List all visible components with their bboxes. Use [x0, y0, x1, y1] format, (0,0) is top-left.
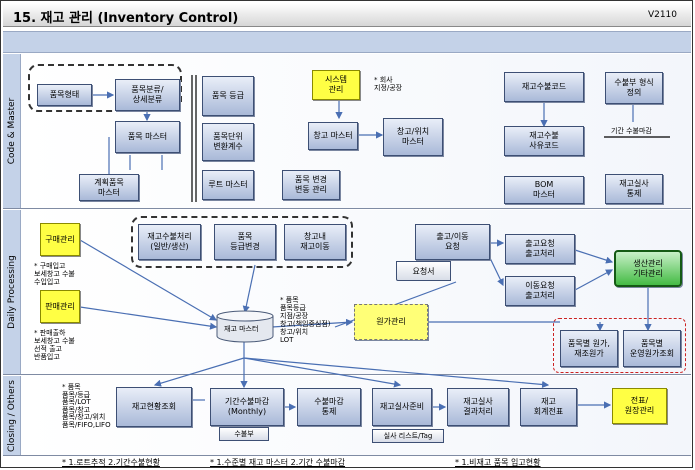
system-mgmt-box[interactable]: 시스템 관리 [312, 70, 360, 100]
inv-master-notes: * 품목 품목등급 지점/공장 창고(책임중심점) 창고/위치 LOT [280, 296, 331, 344]
footnote-2: * 1.수준별 재고 마스터 2.기간 수불마감 [210, 458, 346, 467]
top-strip [3, 31, 691, 53]
warehouse-master-box[interactable]: 창고 마스터 [308, 122, 358, 150]
stocktake-ctrl-box[interactable]: 재고실사 통제 [605, 174, 663, 204]
period-close-box[interactable]: 기간수불마감 (Monthly) [210, 388, 284, 426]
inv-master-db-icon [216, 310, 274, 343]
move-request-box[interactable]: 이동요청 출고처리 [505, 276, 575, 306]
item-grade-box[interactable]: 품목 등급 [202, 76, 254, 116]
band-label-closing: Closing / Others [3, 376, 21, 455]
route-master-box[interactable]: 루트 마스터 [202, 170, 254, 200]
unit-conversion-box[interactable]: 품목단위 변환계수 [202, 123, 254, 161]
band-label-daily: Daily Processing [3, 210, 21, 374]
stocktake-result-box[interactable]: 재고실사 결과처리 [447, 388, 509, 426]
inv-master-db-label: 재고 마스터 [224, 325, 259, 333]
sales-mgmt-box[interactable]: 판매관리 [40, 290, 80, 323]
request-doc: 요청서 [396, 261, 451, 281]
system-note: * 회사 지정/공장 [374, 76, 403, 92]
item-type-box[interactable]: 품목형태 [37, 84, 92, 106]
purchase-mgmt-box[interactable]: 구매관리 [40, 223, 80, 256]
wh-location-master-box[interactable]: 창고/위치 마스터 [383, 118, 443, 156]
closing-left-notes: * 품목 품목/등급 품목/LOT 품목/창고 품목/창고/위치 품목/FIFO… [62, 383, 111, 429]
cost-mgmt-box[interactable]: 원가관리 [354, 304, 428, 340]
item-change-box[interactable]: 품목 변경 변동 관리 [282, 170, 340, 200]
outbound-move-request-box[interactable]: 출고/이동 요청 [415, 224, 490, 260]
stocktake-doc: 실사 리스트/Tag [372, 429, 444, 443]
footnote-1: * 1.로트추적 2.기간수불현황 [62, 458, 160, 467]
inv-proc-group-dashed [131, 216, 353, 268]
inv-slip-box[interactable]: 재고 회계전표 [520, 388, 577, 426]
sales-notes: * 판매출하 보세창고 수불 선적 출고 반품입고 [34, 329, 75, 361]
out-request-box[interactable]: 출고요청 출고처리 [505, 234, 575, 264]
inv-code-box[interactable]: 재고수불코드 [504, 72, 584, 102]
band-divider [3, 374, 691, 375]
item-group-dashed [28, 64, 182, 112]
wh-move-box[interactable]: 창고내 재고이동 [284, 224, 346, 260]
inv-proc-box[interactable]: 재고수불처리 (일반/생산) [138, 224, 201, 260]
plan-item-master-box[interactable]: 계획품목 마스터 [79, 174, 139, 201]
band-label-master: Code & Master [3, 54, 21, 208]
band-divider [3, 208, 691, 209]
purchase-notes: * 구매입고 보세창고 수불 수입입고 [34, 262, 75, 286]
ledger-doc: 수불부 [219, 427, 269, 441]
stocktake-prep-box[interactable]: 재고실사준비 [372, 388, 432, 426]
ledger-format-box[interactable]: 수불부 형식 정의 [605, 72, 663, 104]
version-label: V2110 [647, 10, 677, 20]
item-cost-box[interactable]: 품목별 원가, 재조원가 [560, 330, 618, 367]
page-title: 15. 재고 관리 (Inventory Control) [13, 11, 239, 26]
close-ctrl-box[interactable]: 수불마감 통제 [297, 388, 361, 426]
item-op-cost-box[interactable]: 품목별 운영원가조회 [623, 330, 681, 367]
title-bar: 15. 재고 관리 (Inventory Control) V2110 [3, 3, 691, 27]
footnote-3: * 1.비재고 품목 입고현황 [455, 458, 541, 467]
slip-mgmt-box[interactable]: 전표/ 원장관리 [612, 388, 667, 424]
grade-change-box[interactable]: 품목 등급변경 [214, 224, 276, 260]
bom-master-box[interactable]: BOM 마스터 [504, 176, 584, 204]
production-other-box[interactable]: 생산관리 기타관리 [614, 250, 682, 287]
item-master-box[interactable]: 품목 마스터 [115, 121, 180, 153]
item-class-box[interactable]: 품목분류/ 상세분류 [115, 79, 180, 111]
inv-status-box[interactable]: 재고현황조회 [116, 387, 192, 427]
ledger-period-label: 기간 수불마감 [611, 127, 652, 135]
cost-group-dashed [553, 318, 686, 373]
inv-reason-code-box[interactable]: 재고수불 사유코드 [504, 126, 584, 156]
band-divider [3, 455, 691, 456]
